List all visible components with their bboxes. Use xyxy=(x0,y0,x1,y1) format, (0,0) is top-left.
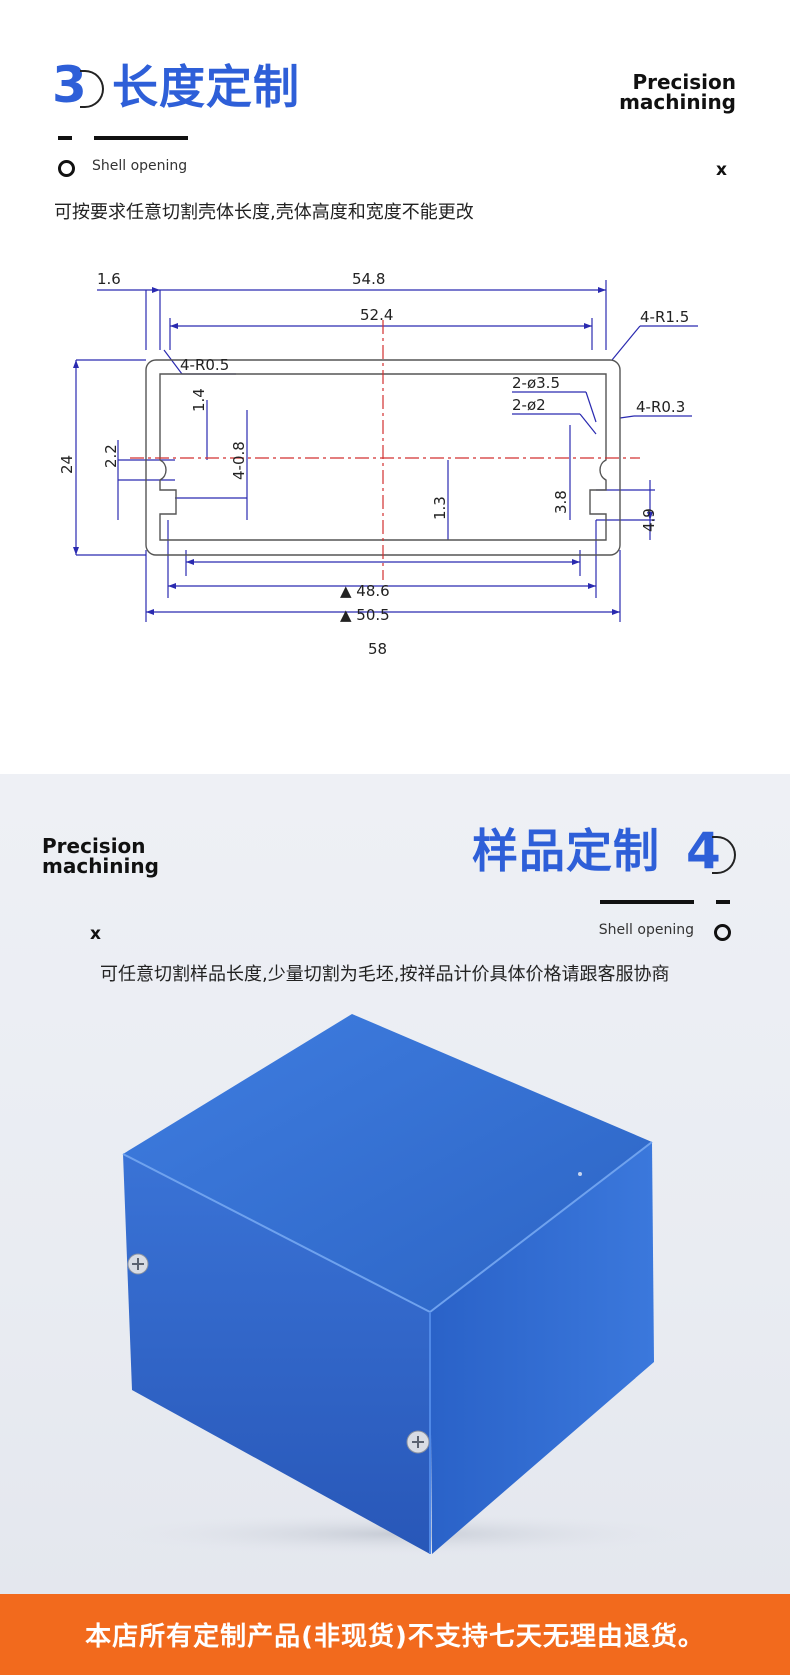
x-mark: x xyxy=(716,160,727,180)
title-underline-short xyxy=(716,900,730,904)
aluminum-box-image xyxy=(100,1014,700,1556)
dim-1-4: 1.4 xyxy=(190,388,208,412)
section-description: 可按要求任意切割壳体长度,壳体高度和宽度不能更改 xyxy=(54,202,474,223)
dim-2-d2: 2-ø2 xyxy=(512,396,546,414)
dim-52-4: 52.4 xyxy=(360,306,393,324)
dim-24: 24 xyxy=(58,455,76,474)
dim-58: 58 xyxy=(368,640,387,658)
precision-text: Precision xyxy=(632,70,736,94)
dim-3-8: 3.8 xyxy=(552,490,570,514)
number-arc-decoration xyxy=(712,836,736,874)
number-arc-decoration xyxy=(80,70,104,108)
box-side-face xyxy=(430,1142,654,1554)
box-top-face xyxy=(123,1014,652,1312)
dim-1-3: 1.3 xyxy=(431,496,449,520)
dim-4-0-8: 4-0.8 xyxy=(230,441,248,480)
title-underline-long xyxy=(94,136,188,140)
shell-opening-label: Shell opening xyxy=(598,922,694,938)
dim-4-r0-5: 4-R0.5 xyxy=(180,356,229,374)
dim-2-2: 2.2 xyxy=(102,444,120,468)
section-title: 样品定制 xyxy=(472,824,660,878)
dim-50-5: ▲ 50.5 xyxy=(340,606,390,624)
title-underline-long xyxy=(600,900,694,904)
machining-text: machining xyxy=(42,854,159,878)
x-mark: x xyxy=(90,924,101,944)
title-underline-short xyxy=(58,136,72,140)
footer-notice-bar: 本店所有定制产品(非现货)不支持七天无理由退货。 xyxy=(0,1594,790,1675)
length-customization-section: 3 长度定制 Precision machining Shell opening… xyxy=(0,0,790,774)
circle-icon xyxy=(58,160,75,177)
dim-4-r1-5: 4-R1.5 xyxy=(640,308,689,326)
arrowheads xyxy=(73,287,653,615)
section-description: 可任意切割样品长度,少量切割为毛坯,按祥品计价具体价格请跟客服协商 xyxy=(100,964,670,985)
dim-48-6: ▲ 48.6 xyxy=(340,582,390,600)
center-lines xyxy=(130,320,640,580)
dim-4-9: 4.9 xyxy=(640,508,658,532)
box-front-face xyxy=(123,1154,430,1554)
sample-customization-section: Precision machining 样品定制 4 x Shell openi… xyxy=(0,774,790,1594)
precision-text: Precision xyxy=(42,834,146,858)
dimension-lines xyxy=(75,280,698,622)
circle-icon xyxy=(714,924,731,941)
section-title: 长度定制 xyxy=(112,60,300,114)
machining-text: machining xyxy=(619,90,736,114)
dim-2-d3-5: 2-ø3.5 xyxy=(512,374,560,392)
dim-54-8: 54.8 xyxy=(352,270,385,288)
screw-icon xyxy=(406,1430,430,1454)
dimension-drawing: 1.6 54.8 52.4 4-R1.5 4-R0.5 1.4 2.2 24 4… xyxy=(58,270,698,658)
dim-1-6: 1.6 xyxy=(97,270,121,288)
dimension-labels: 1.6 54.8 52.4 4-R1.5 4-R0.5 1.4 2.2 24 4… xyxy=(58,270,689,658)
dim-4-r0-3: 4-R0.3 xyxy=(636,398,685,416)
screw-icon xyxy=(127,1253,149,1275)
shell-opening-label: Shell opening xyxy=(92,158,188,174)
footer-notice-text: 本店所有定制产品(非现货)不支持七天无理由退货。 xyxy=(85,1622,705,1652)
precision-machining-label: Precision machining xyxy=(42,836,159,876)
surface-dot xyxy=(578,1172,582,1176)
precision-machining-label: Precision machining xyxy=(619,72,736,112)
